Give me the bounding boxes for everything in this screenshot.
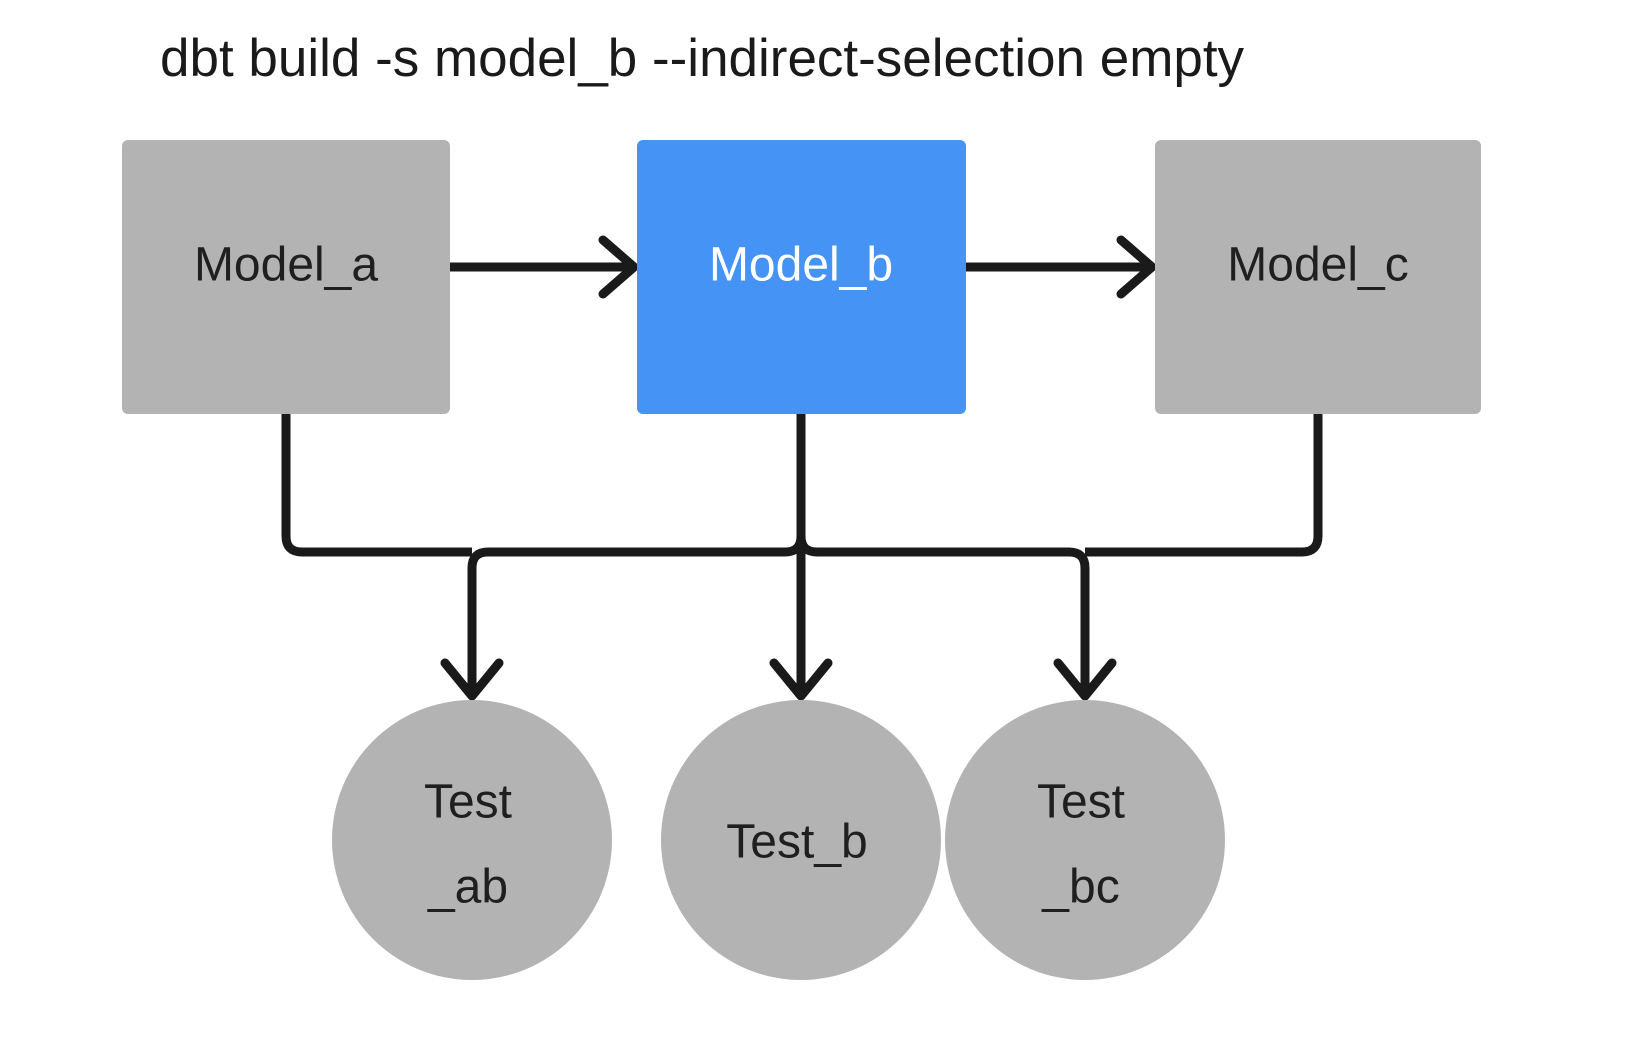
model-node-model-c[interactable]: Model_c — [1155, 140, 1481, 414]
test-bc-circle[interactable] — [945, 700, 1225, 980]
test-bc-label-line-1: Test — [1037, 776, 1125, 829]
diagram-title: dbt build -s model_b --indirect-selectio… — [160, 29, 1245, 88]
edge-model-c-to-test-bc — [1085, 414, 1323, 557]
test-b-circle[interactable] — [661, 700, 941, 980]
test-ab-label-line-1: Test — [424, 776, 512, 829]
arrowhead-model-b-to-model-c — [1116, 235, 1157, 299]
model-b-label: Model_b — [709, 239, 893, 292]
model-b-box[interactable] — [637, 140, 966, 414]
test-node-test-bc[interactable]: Test _bc — [945, 700, 1225, 980]
test-node-test-b[interactable]: Test_b — [661, 700, 941, 980]
model-node-model-a[interactable]: Model_a — [122, 140, 450, 414]
edge-model-a-to-test-ab — [281, 414, 472, 557]
edge-layer — [281, 235, 1323, 701]
arrowhead-test-b — [769, 658, 833, 701]
test-b-label-line-1: Test_b — [726, 816, 867, 869]
test-ab-circle[interactable] — [332, 700, 612, 980]
arrowhead-test-ab — [440, 658, 504, 701]
arrowhead-model-a-to-model-b — [598, 235, 639, 299]
model-a-box[interactable] — [122, 140, 450, 414]
arrowhead-test-bc — [1053, 658, 1117, 701]
model-a-label: Model_a — [194, 239, 378, 292]
edge-model-b-to-test-bc — [796, 414, 1090, 690]
model-node-model-b[interactable]: Model_b — [637, 140, 966, 414]
edge-model-b-to-test-ab — [467, 414, 806, 690]
model-c-box[interactable] — [1155, 140, 1481, 414]
model-c-label: Model_c — [1227, 239, 1408, 292]
test-node-test-ab[interactable]: Test _ab — [332, 700, 612, 980]
test-ab-label-line-2: _ab — [427, 861, 508, 914]
test-bc-label-line-2: _bc — [1041, 861, 1119, 914]
